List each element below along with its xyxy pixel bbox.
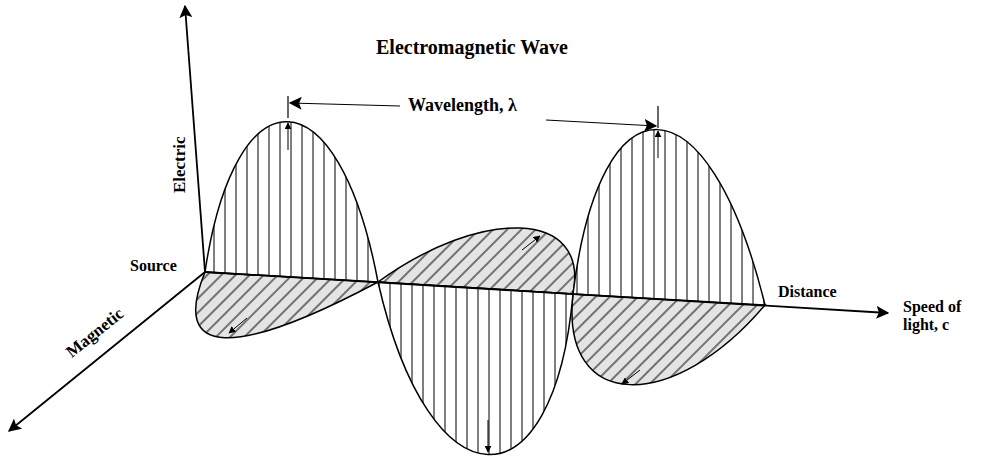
electric-lobe (205, 122, 378, 282)
distance-axis (205, 272, 888, 313)
electric-lobe (378, 282, 573, 455)
origin-label: Source (130, 257, 177, 275)
magnetic-lobe (196, 272, 378, 338)
magnetic-axis (9, 272, 205, 431)
field-arrow (229, 318, 247, 333)
diagram-title: Electromagnetic Wave (376, 36, 568, 59)
axis-label: Electric (169, 137, 189, 194)
field-arrow (288, 123, 289, 150)
axis-label: Distance (778, 283, 837, 301)
field-arrow (522, 236, 540, 250)
wavelength-arrow (546, 120, 656, 126)
wavelength-tick (287, 96, 288, 118)
field-arrow (658, 131, 659, 158)
electric-lobe (573, 130, 765, 305)
axis-label: Magnetic (62, 304, 127, 362)
wavelength-label: Wavelength, λ (408, 95, 517, 116)
wavelength-arrow (290, 103, 400, 106)
wavelength-tick (657, 106, 658, 128)
field-arrow (488, 420, 489, 452)
speed-label: Speed of light, c (903, 298, 987, 335)
field-arrow (622, 370, 640, 384)
magnetic-lobe (572, 294, 765, 385)
